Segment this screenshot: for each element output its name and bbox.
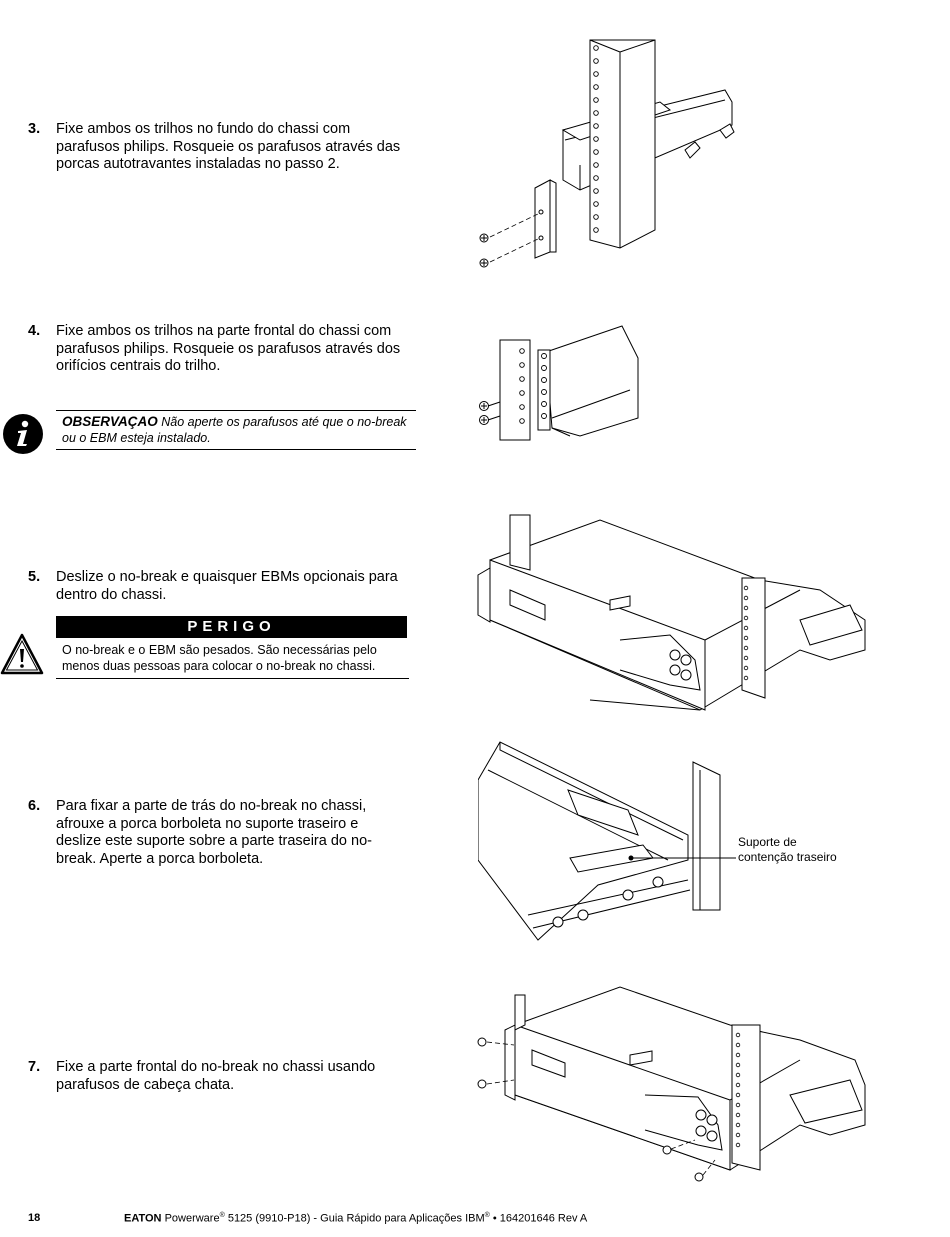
figure-slide-ups-into-rack	[477, 514, 866, 711]
step-number: 6.	[28, 798, 41, 814]
callout-label: Suporte de contenção traseiro	[738, 835, 837, 865]
step-text: Fixe ambos os trilhos na parte frontal d…	[56, 323, 401, 374]
figure-front-rail-screws	[479, 325, 639, 441]
danger-text: O no-break e o EBM são pesados. São nece…	[56, 638, 409, 679]
danger-header: PERIGO	[56, 616, 407, 638]
step-number: 7.	[28, 1059, 41, 1075]
step-number: 5.	[28, 569, 41, 585]
step-text: Deslize o no-break e quaisquer EBMs opci…	[56, 569, 398, 603]
callout-line2: contenção traseiro	[738, 850, 837, 864]
step-number: 3.	[28, 121, 41, 137]
step-number: 4.	[28, 323, 41, 339]
step-text: Fixe a parte frontal do no-break no chas…	[56, 1059, 376, 1093]
step-text: Para fixar a parte de trás do no-break n…	[56, 798, 372, 867]
footer-reg: ®	[219, 1212, 225, 1219]
note-box: OBSERVAÇAO Não aperte os parafusos até q…	[56, 410, 416, 450]
figure-front-flathead-screws	[477, 986, 866, 1182]
footer-bullet: •	[489, 1212, 500, 1225]
footer-model: 5125 (9910-P18) - Guia Rápido para Aplic…	[224, 1212, 485, 1225]
figure-rear-retention-bracket	[478, 741, 736, 941]
note-text: Não aperte os parafusos até que o no-bre…	[62, 415, 407, 445]
callout-line1: Suporte de	[738, 835, 797, 849]
footer-product: Powerware	[164, 1212, 220, 1225]
footer-text: EATON Powerware® 5125 (9910-P18) - Guia …	[124, 1212, 587, 1225]
info-icon	[3, 414, 43, 454]
figure-rear-rail-screws	[479, 39, 735, 268]
note-label: OBSERVAÇAO	[62, 414, 158, 429]
footer-brand: EATON	[124, 1212, 162, 1225]
warning-triangle-icon	[0, 633, 44, 675]
footer-reg2: ®	[484, 1212, 490, 1219]
footer-doc: 164201646 Rev A	[499, 1212, 588, 1225]
step-text: Fixe ambos os trilhos no fundo do chassi…	[56, 121, 401, 172]
page-number: 18	[28, 1212, 41, 1224]
